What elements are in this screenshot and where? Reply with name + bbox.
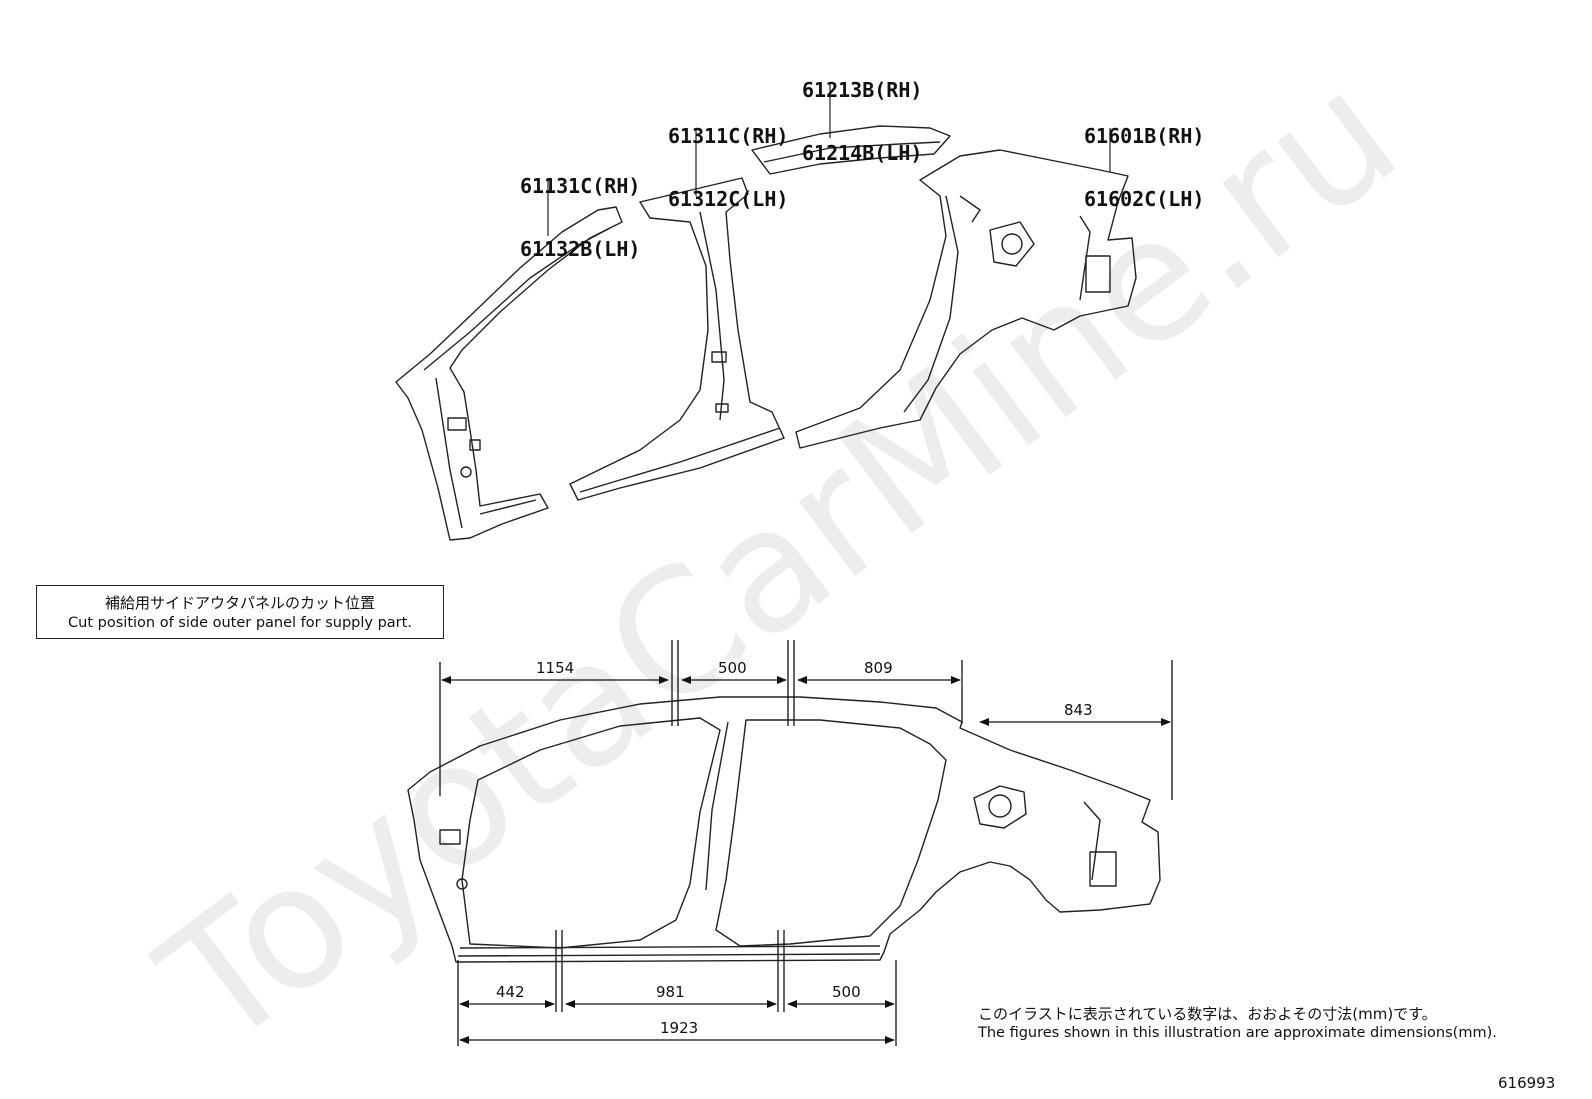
dimension-lines	[439, 640, 1173, 1046]
callout-rh-label: 61131C(RH)	[520, 174, 641, 198]
legend-text-en: Cut position of side outer panel for sup…	[68, 615, 412, 631]
center-pillar-piece	[569, 177, 785, 501]
callout-61601: 61601B(RH) 61602C(LH)	[1084, 84, 1204, 252]
dimension-label-bottom-total: 1923	[658, 1019, 701, 1037]
dimension-label-bottom-3: 500	[830, 983, 863, 1001]
dimension-label-bottom-2: 981	[654, 983, 687, 1001]
dimension-label-top-1: 1154	[534, 659, 577, 677]
legend-text-jp: 補給用サイドアウタパネルのカット位置	[104, 594, 375, 612]
callout-rh-label: 61213B(RH)	[802, 78, 923, 102]
callout-lh-label: 61214B(LH)	[802, 141, 923, 165]
front-pillar-piece	[395, 206, 623, 541]
note-text-en: The figures shown in this illustration a…	[978, 1025, 1497, 1041]
dimension-label-top-2: 500	[716, 659, 749, 677]
figure-id: 616993	[1498, 1074, 1556, 1092]
roof-rail-piece	[751, 125, 951, 175]
dimension-label-top-3: 809	[862, 659, 895, 677]
callout-lh-label: 61132B(LH)	[520, 237, 641, 261]
dimension-label-bottom-1: 442	[494, 983, 527, 1001]
assembled-side-panel	[407, 696, 1161, 963]
callout-lh-label: 61602C(LH)	[1084, 187, 1205, 211]
callout-rh-label: 61311C(RH)	[668, 124, 789, 148]
legend-box: 補給用サイドアウタパネルのカット位置 Cut position of side …	[36, 585, 444, 639]
dimension-label-top-4: 843	[1062, 701, 1095, 719]
callout-rh-label: 61601B(RH)	[1084, 124, 1205, 148]
note-text-jp: このイラストに表示されている数字は、おおよその寸法(mm)です。	[978, 1005, 1437, 1023]
callout-61213: 61213B(RH) 61214B(LH)	[802, 38, 922, 206]
callout-lh-label: 61312C(LH)	[668, 187, 789, 211]
quarter-panel-piece	[795, 149, 1137, 449]
leader-lines	[547, 82, 1111, 236]
callout-61311: 61311C(RH) 61312C(LH)	[668, 84, 788, 252]
callout-61131: 61131C(RH) 61132B(LH)	[520, 134, 640, 302]
